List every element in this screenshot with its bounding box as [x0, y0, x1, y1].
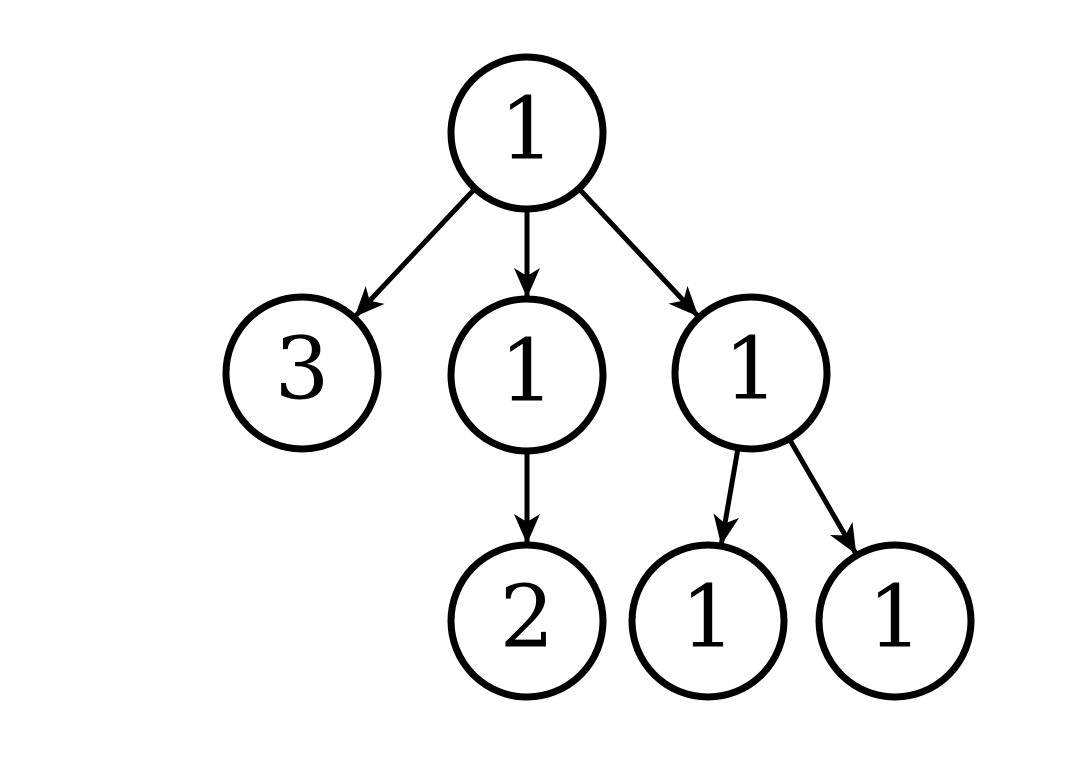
tree-node-a: 3: [222, 293, 382, 453]
node-label: 3: [275, 320, 330, 420]
tree-node-root: 1: [447, 53, 607, 213]
edges-layer: [354, 188, 858, 555]
node-label: 2: [500, 568, 555, 668]
node-label: 1: [681, 568, 736, 668]
tree-node-c: 1: [671, 293, 831, 453]
node-circle: [447, 295, 607, 455]
edge-arrow-c-to-c2: [788, 439, 858, 555]
node-circle: [447, 53, 607, 213]
node-circle: [815, 541, 975, 701]
tree-node-b: 1: [447, 295, 607, 455]
tree-node-b1: 2: [447, 541, 607, 701]
node-label: 1: [724, 320, 779, 420]
tree-node-c1: 1: [628, 541, 788, 701]
edge-arrow-root-to-c: [578, 188, 699, 317]
node-circle: [671, 293, 831, 453]
node-label: 1: [500, 80, 555, 180]
nodes-layer: 1 3 1 1 2 1 1: [222, 53, 975, 701]
edge-arrow-c-to-c1: [713, 449, 741, 546]
node-circle: [447, 541, 607, 701]
node-circle: [628, 541, 788, 701]
node-circle: [222, 293, 382, 453]
edge-arrow-root-to-a: [354, 188, 476, 318]
tree-node-c2: 1: [815, 541, 975, 701]
node-label: 1: [500, 322, 555, 422]
node-label: 1: [868, 568, 923, 668]
